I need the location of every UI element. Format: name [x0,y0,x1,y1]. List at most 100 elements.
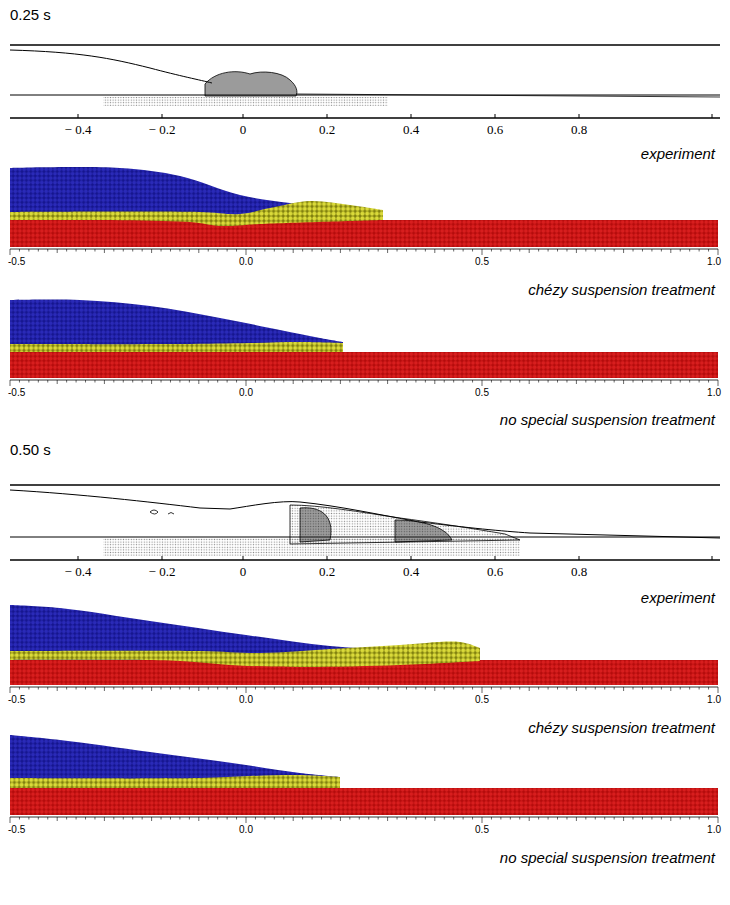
axis-tick [312,817,313,820]
axis-tick [208,249,209,252]
axis-tick [293,380,294,384]
axis-tick [85,249,86,252]
axis-tick-label: -0.5 [8,694,25,705]
axis-tick [19,817,20,820]
turbulent-front [205,72,297,96]
axis-tick [161,817,162,820]
axis-tick [510,687,511,690]
axis-tick [415,817,416,820]
axis-tick [349,817,350,820]
axis-tick [633,249,634,252]
axis-tick [397,249,398,252]
axis-tick [151,380,152,384]
axis-tick [463,687,464,690]
axis-tick [359,249,360,252]
axis-tick [444,817,445,820]
axis-tick [689,380,690,383]
axis-tick [161,687,162,690]
axis-tick-label: 0.6 [487,122,503,138]
axis-tick [113,817,114,820]
axis-tick [538,380,539,383]
time-label: 0.50 s [10,441,51,458]
axis-tick-label: 0.6 [487,564,503,580]
axis-tick [576,380,577,384]
axis-tick [161,249,162,252]
axis-tick [661,687,662,690]
axis-tick [302,380,303,383]
axis-tick [510,380,511,383]
axis-tick [689,817,690,820]
axis-tick [76,380,77,383]
axis-tick [712,556,713,560]
axis-tick [491,249,492,252]
axis-line [10,249,718,250]
axis-tick [642,380,643,383]
axis-tick [85,687,86,690]
axis-tick [453,380,454,383]
axis-tick [179,817,180,820]
water-surface [10,50,212,83]
axis-tick [293,687,294,691]
axis-tick [378,249,379,252]
axis-tick [614,380,615,383]
axis-tick [189,687,190,690]
axis-tick-label: 0 [240,122,247,138]
axis-tick [519,817,520,820]
axis-tick-label: 1.0 [707,387,721,398]
axis-tick [642,687,643,690]
axis-tick-label: 0.5 [475,824,489,835]
axis-tick [123,380,124,383]
axis-tick [243,556,244,560]
axis-tick [406,249,407,252]
axis-tick [712,114,713,118]
sediment-particles [10,642,480,667]
axis-tick [661,817,662,820]
axis-tick [19,249,20,252]
axis-tick [557,687,558,690]
axis-tick [66,380,67,383]
axis-tick [312,249,313,252]
panel-caption: no special suspension treatment [500,411,715,428]
axis-tick [246,817,247,823]
axis-tick [10,380,11,386]
axis-tick [179,249,180,252]
axis-tick [283,687,284,690]
time-label: 0.25 s [10,6,51,23]
axis-tick [236,380,237,383]
axis-tick [161,380,162,383]
axis-tick [585,380,586,383]
axis-tick [708,249,709,252]
axis-tick [651,249,652,252]
axis-tick-label: -0.5 [8,824,25,835]
axis-tick [38,687,39,690]
axis-tick [162,556,163,560]
axis-tick [57,817,58,821]
axis-tick-label: 1.0 [707,256,721,267]
axis-tick [368,249,369,252]
water-particles [10,735,340,788]
axis-tick [330,380,331,383]
axis-tick [680,687,681,690]
axis-tick [623,687,624,691]
axis-tick [274,249,275,252]
axis-tick [312,380,313,383]
simulation-panel [10,735,718,823]
axis-tick [463,380,464,383]
axis-tick [519,380,520,383]
axis-tick [585,687,586,690]
axis-tick [283,817,284,820]
axis-tick [670,687,671,691]
axis-tick [170,817,171,820]
axis-tick [595,380,596,383]
axis-tick [718,687,719,693]
axis-tick [595,687,596,690]
axis-tick [321,817,322,820]
sediment-bed [103,97,388,106]
axis-line [10,117,720,118]
axis-tick [529,249,530,253]
axis-tick [566,380,567,383]
axis-tick [142,249,143,252]
axis-tick [557,249,558,252]
axis-tick [614,249,615,252]
